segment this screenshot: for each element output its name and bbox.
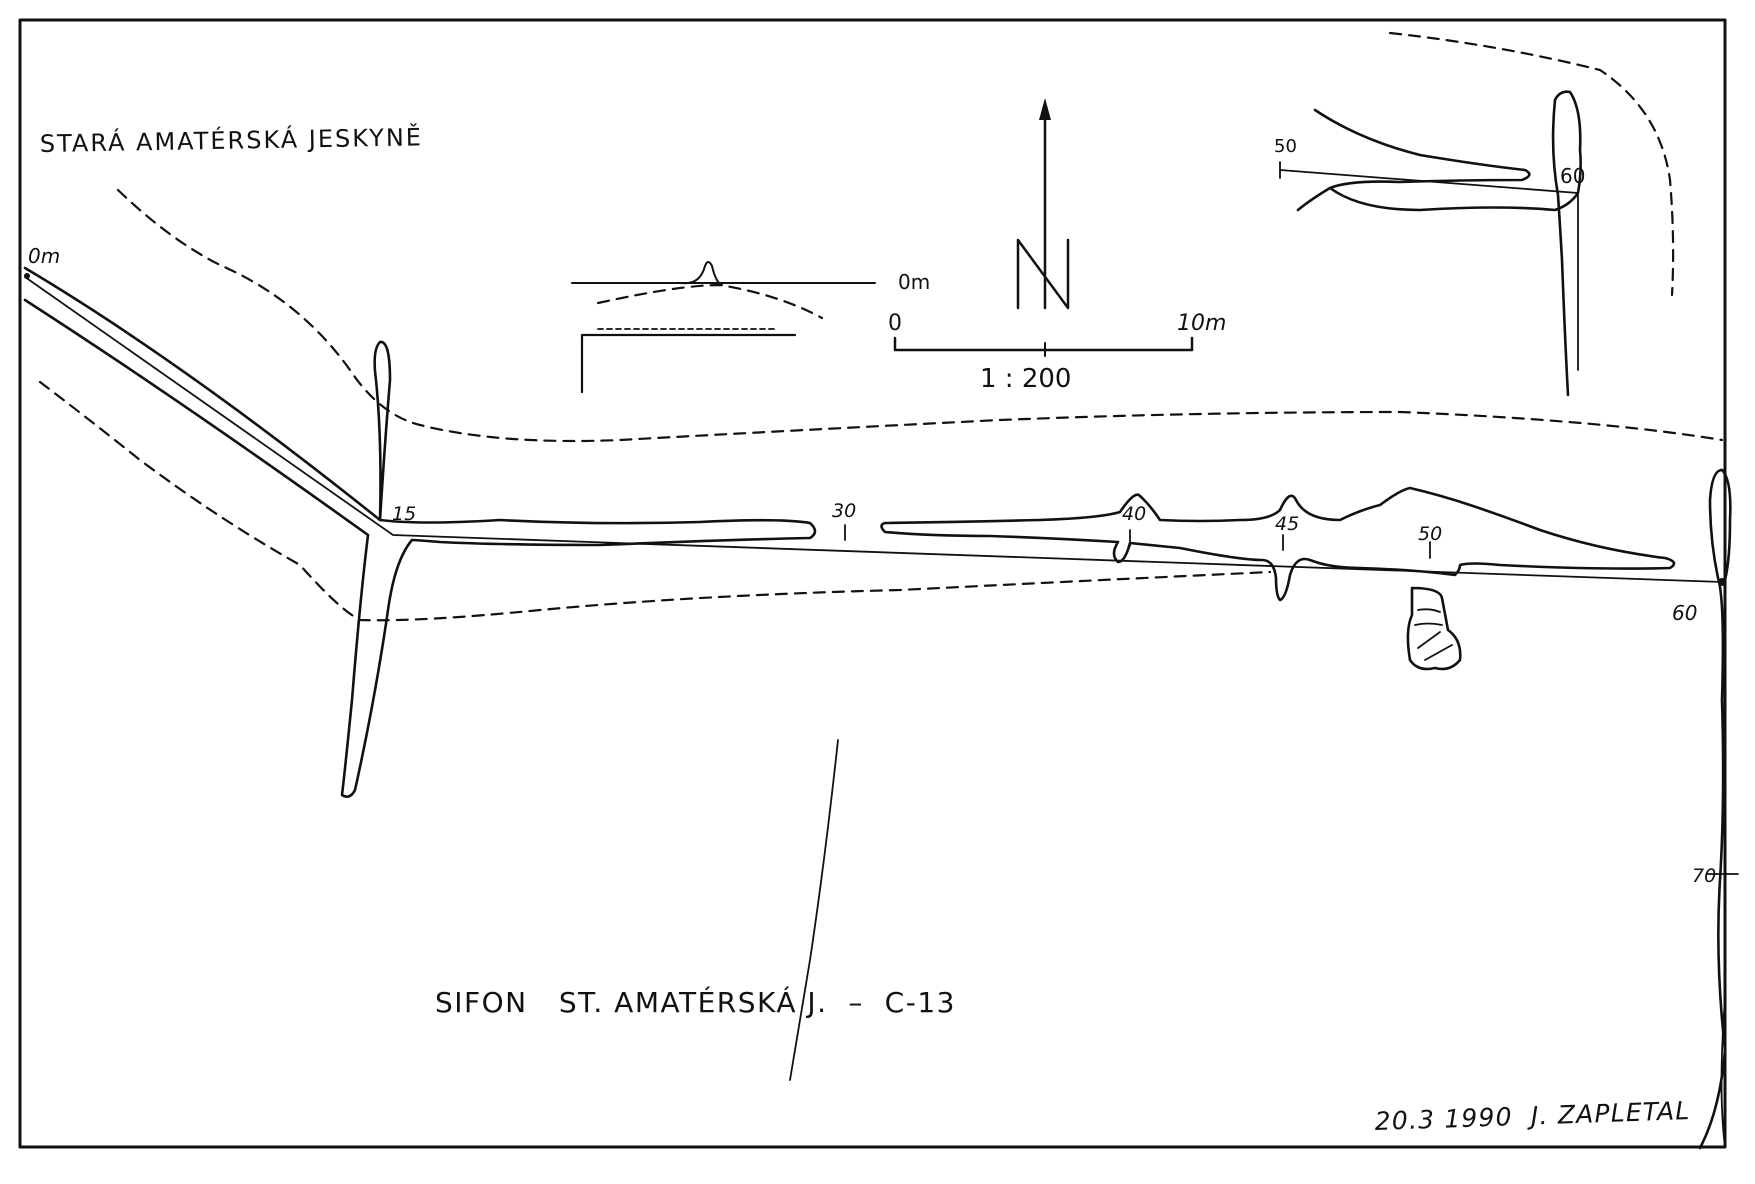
right-passage-wall [1698, 468, 1727, 1150]
station-label-50: 50 [1418, 523, 1442, 545]
north-label: N [0, 0, 2, 1]
surface-outline [1388, 31, 1675, 297]
cave-name: STARÁ AMATÉRSKÁ JESKYNĚ [40, 122, 424, 158]
sheet-title: SIFON ST. AMATÉRSKÁ J. – C-13 [435, 985, 956, 1019]
map-frame [18, 18, 1727, 1149]
right-passage-wall [1720, 468, 1732, 582]
survey-ticks [24, 273, 1726, 586]
passage-inset: 50 60 [1274, 90, 1585, 397]
north-arrow: N [0, 0, 1070, 310]
passage-wall [23, 266, 382, 522]
side-passage [340, 533, 414, 798]
surface-outline [116, 188, 1724, 443]
inset-station-60: 60 [1560, 164, 1585, 188]
survey-centre-line [24, 276, 1723, 583]
main-passage-wall [378, 518, 817, 547]
side-passage [373, 340, 392, 522]
scale-end-label: 10m [1177, 311, 1226, 336]
boulder-choke [1406, 586, 1462, 671]
profile-depth-label: 0m [898, 270, 930, 294]
passage-wall [23, 298, 370, 537]
main-passage-wall [880, 486, 1676, 602]
station-label-0: 0m [28, 244, 60, 268]
scale-ratio: 1 : 200 [980, 364, 1071, 394]
station-label-40: 40 [1122, 503, 1146, 525]
inset-station-50: 50 [1274, 136, 1297, 157]
profile-inset: 0m [571, 261, 930, 394]
station-label-15: 15 [392, 503, 416, 525]
right-passage-wall [1720, 999, 1726, 1148]
station-label-45: 45 [1275, 513, 1299, 535]
scale-start-label: 0 [888, 311, 902, 336]
station-label-70: 70 [1692, 865, 1716, 887]
pencil-stroke [789, 739, 839, 1081]
author-signature: 20.3 1990 J. ZAPLETAL [1374, 1096, 1691, 1136]
station-label-30: 30 [832, 500, 856, 522]
surface-outline [38, 380, 1272, 622]
station-label-60: 60 [1672, 601, 1697, 625]
scale-bar: 0 10m 1 : 200 [888, 311, 1226, 394]
